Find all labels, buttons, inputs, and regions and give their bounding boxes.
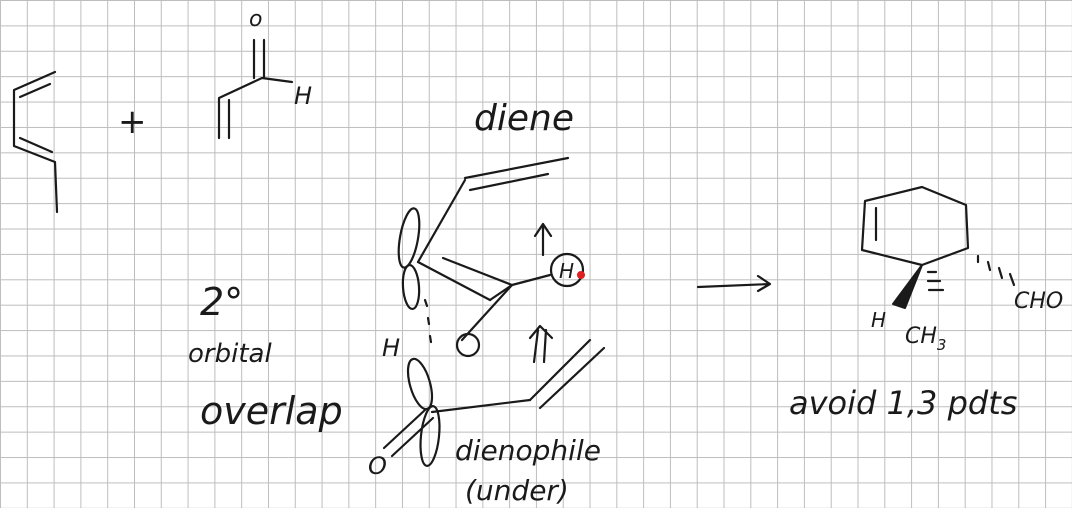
ts-hydrogen-label: H	[382, 334, 400, 362]
avoid-13-products-label: avoid 1,3 pdts	[789, 384, 1017, 422]
under-label: (under)	[465, 474, 569, 507]
aldehyde-oxygen-label: o	[249, 7, 262, 32]
product-ch3-label: CH3	[905, 324, 946, 354]
methyl-circle	[455, 332, 481, 358]
aldehyde-reactant-structure	[217, 38, 294, 140]
carbonyl-p-orbital-lower-lobe	[419, 405, 441, 467]
product-cho-label: CHO	[1014, 289, 1063, 314]
aldehyde-h-label: H	[294, 82, 312, 110]
product-h-label: H	[871, 308, 886, 332]
red-highlight-dot	[577, 271, 585, 279]
diene-p-orbital-lower-lobe	[401, 263, 421, 311]
secondary-orbital-number: 2°	[200, 280, 243, 324]
product-structure	[860, 185, 1016, 309]
reaction-arrow	[696, 274, 772, 293]
diene-p-orbital-upper-lobe	[397, 207, 421, 269]
dienophile-label: dienophile	[455, 434, 601, 467]
circled-hydrogen	[549, 252, 585, 288]
diene-label: diene	[474, 98, 574, 139]
orbital-label: orbital	[188, 339, 272, 369]
circled-hydrogen-label: H	[559, 259, 574, 283]
transition-state-structure	[382, 156, 606, 467]
ts-oxygen-label: O	[368, 452, 387, 480]
diene-reactant-structure	[12, 70, 59, 214]
plus-sign: +	[118, 102, 147, 142]
carbonyl-p-orbital-upper-lobe	[406, 357, 434, 411]
overlap-label: overlap	[200, 389, 343, 433]
